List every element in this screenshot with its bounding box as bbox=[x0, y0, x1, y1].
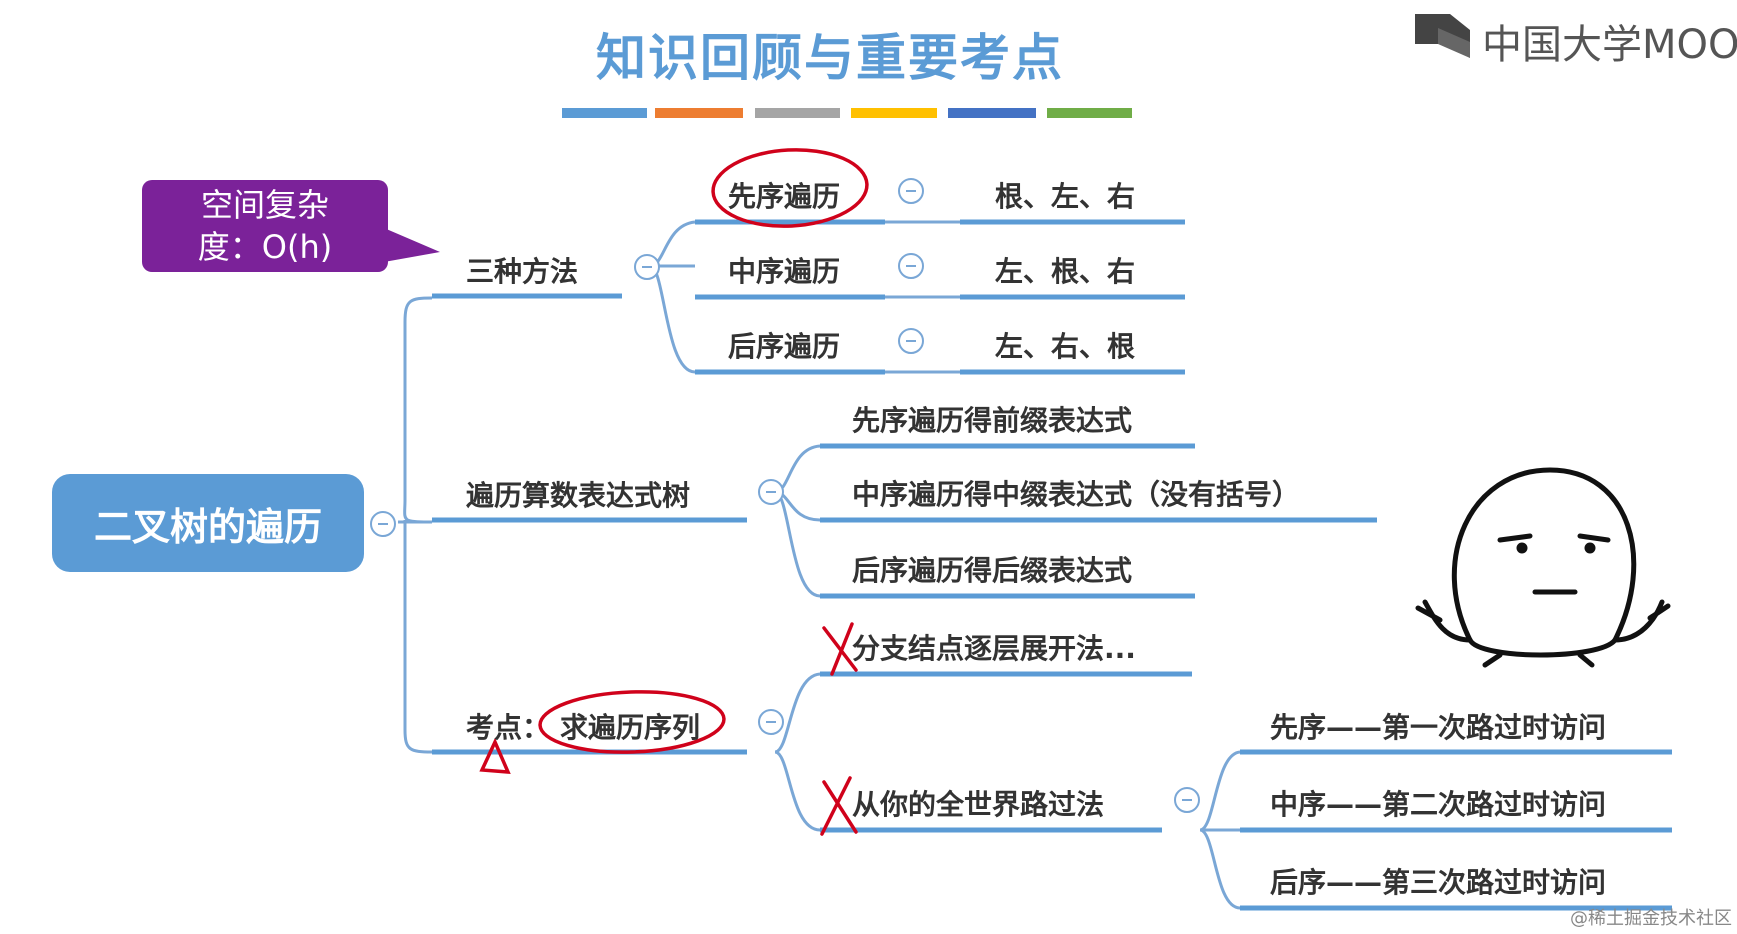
node-infix-expr[interactable]: 中序遍历得中缀表达式（没有括号） bbox=[852, 478, 1301, 511]
node-pass-first[interactable]: 先序——第一次路过时访问 bbox=[1270, 711, 1607, 744]
color-bar-5 bbox=[948, 108, 1036, 118]
watermark: @稀土掘金技术社区 bbox=[1570, 908, 1732, 929]
collapse-toggle-pass[interactable] bbox=[1174, 787, 1200, 813]
node-pass-by-method[interactable]: 从你的全世界路过法 bbox=[852, 788, 1105, 821]
logo-text: 中国大学MOOC bbox=[1482, 22, 1737, 68]
cross-mark-2 bbox=[820, 776, 858, 836]
collapse-toggle-exam[interactable] bbox=[758, 709, 784, 735]
connector-pass bbox=[1199, 750, 1241, 910]
circle-mark-exam bbox=[538, 690, 726, 754]
color-bar-4 bbox=[851, 108, 937, 118]
node-inorder-order[interactable]: 左、根、右 bbox=[995, 255, 1136, 288]
node-pass-third[interactable]: 后序——第三次路过时访问 bbox=[1270, 866, 1607, 899]
exam-prefix: 考点： bbox=[466, 711, 551, 744]
collapse-toggle-methods[interactable] bbox=[634, 254, 660, 280]
collapse-toggle-inorder[interactable] bbox=[898, 253, 924, 279]
circle-mark-preorder bbox=[711, 148, 869, 228]
node-preorder-order[interactable]: 根、左、右 bbox=[995, 180, 1136, 213]
node-inorder[interactable]: 中序遍历 bbox=[728, 255, 841, 288]
collapse-toggle-root[interactable] bbox=[370, 511, 396, 537]
connector-methods bbox=[649, 220, 696, 374]
collapse-toggle-expr[interactable] bbox=[758, 479, 784, 505]
mooc-logo-icon bbox=[1415, 14, 1470, 58]
root-node[interactable]: 二叉树的遍历 bbox=[52, 474, 364, 572]
note-line-1: 空间复杂 bbox=[200, 186, 329, 224]
color-bar-3 bbox=[755, 108, 840, 118]
connector-exam bbox=[774, 672, 821, 832]
collapse-toggle-postorder[interactable] bbox=[898, 328, 924, 354]
color-bar-6 bbox=[1047, 108, 1132, 118]
space-complexity-note: 空间复杂 度：O(h) bbox=[142, 180, 388, 272]
slide-title: 知识回顾与重要考点 bbox=[596, 29, 1064, 87]
node-pass-second[interactable]: 中序——第二次路过时访问 bbox=[1270, 788, 1607, 821]
note-line-2: 度：O(h) bbox=[197, 228, 333, 266]
connector-expr bbox=[774, 444, 821, 598]
color-bar-1 bbox=[562, 108, 647, 118]
node-preorder[interactable]: 先序遍历 bbox=[728, 180, 841, 213]
collapse-toggle-preorder[interactable] bbox=[898, 178, 924, 204]
note-pointer bbox=[384, 228, 440, 262]
node-layer-expand-method[interactable]: 分支结点逐层展开法... bbox=[852, 632, 1136, 665]
shrug-face-illustration bbox=[1415, 467, 1671, 668]
node-expression-tree[interactable]: 遍历算数表达式树 bbox=[466, 479, 691, 512]
node-postfix-expr[interactable]: 后序遍历得后缀表达式 bbox=[852, 554, 1133, 587]
triangle-mark bbox=[479, 737, 511, 774]
cross-mark-1 bbox=[822, 622, 858, 676]
node-postorder[interactable]: 后序遍历 bbox=[728, 330, 841, 363]
node-postorder-order[interactable]: 左、右、根 bbox=[995, 330, 1136, 363]
connector-spine bbox=[403, 296, 433, 754]
exam-highlight: 求遍历序列 bbox=[560, 711, 701, 744]
node-prefix-expr[interactable]: 先序遍历得前缀表达式 bbox=[852, 404, 1133, 437]
node-exam-point[interactable]: 考点： 求遍历序列 bbox=[466, 706, 700, 746]
node-three-methods[interactable]: 三种方法 bbox=[466, 255, 579, 288]
color-bar-2 bbox=[655, 108, 743, 118]
